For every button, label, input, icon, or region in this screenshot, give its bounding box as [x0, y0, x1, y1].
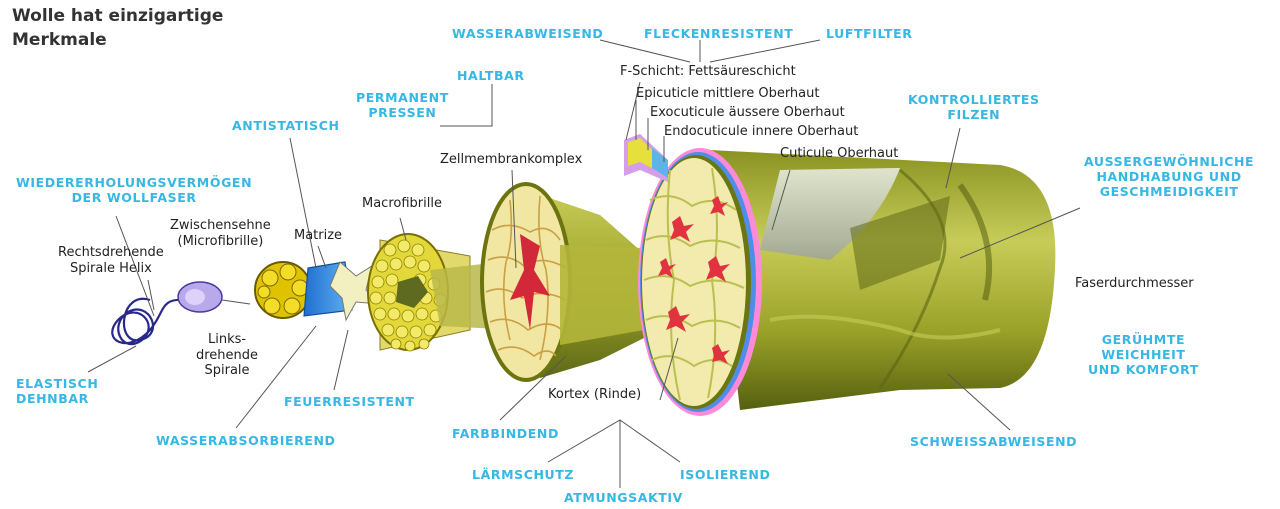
matrix-label: Matrize [294, 228, 343, 243]
cuticule-label: Cuticule Oberhaut [780, 146, 899, 161]
feature-permanent-press: PERMANENT PRESSEN [356, 90, 449, 120]
feature-fire-resistant: FEUERRESISTENT [284, 394, 415, 409]
feature-handling: AUSSERGEWÖHNLICHE HANDHABUNG UND GESCHME… [1084, 154, 1255, 199]
feature-antistatic: ANTISTATISCH [232, 118, 340, 133]
endocuticule-label: Endocuticule innere Oberhaut [664, 124, 859, 139]
microfibril-label: Zwischensehne (Microfibrille) [170, 218, 271, 249]
feature-air-filter: LUFTFILTER [826, 26, 913, 41]
right-helix-label: Rechtsdrehende Spirale Helix [58, 245, 164, 276]
fiber-diameter-label: Faserdurchmesser [1075, 276, 1194, 291]
f-layer-label: F-Schicht: Fettsäureschicht [620, 64, 796, 79]
epicuticle-label: Epicuticle mittlere Oberhaut [636, 86, 820, 101]
cortex-label: Kortex (Rinde) [548, 387, 642, 402]
feature-water-repellent: WASSERABWEISEND [452, 26, 604, 41]
feature-softness: GERÜHMTE WEICHHEIT UND KOMFORT [1088, 332, 1199, 377]
macrofibril-label: Macrofibrille [362, 196, 442, 211]
feature-controlled-felting: KONTROLLIERTES FILZEN [908, 92, 1040, 122]
right-helix-spiral [111, 297, 185, 346]
cell-membrane-complex-label: Zellmembrankomplex [440, 152, 583, 167]
exocuticule-label: Exocuticule äussere Oberhaut [650, 105, 845, 120]
feature-dye-binding: FARBBINDEND [452, 426, 559, 441]
feature-durable: HALTBAR [457, 68, 525, 83]
feature-stain-resistant: FLECKENRESISTENT [644, 26, 794, 41]
feature-water-absorbing: WASSERABSORBIEREND [156, 433, 336, 448]
feature-insulating: ISOLIEREND [680, 467, 771, 482]
feature-elastic: ELASTISCH DEHNBAR [16, 376, 99, 406]
feature-recovery: WIEDERERHOLUNGSVERMÖGEN DER WOLLFASER [16, 175, 253, 205]
feature-sweat-repellent: SCHWEISSABWEISEND [910, 434, 1078, 449]
page-title: Wolle hat einzigartige Merkmale [12, 6, 224, 50]
left-spiral-label: Links- drehende Spirale [196, 332, 259, 379]
feature-breathable: ATMUNGSAKTIV [564, 490, 683, 505]
feature-noise-protection: LÄRMSCHUTZ [472, 467, 575, 482]
